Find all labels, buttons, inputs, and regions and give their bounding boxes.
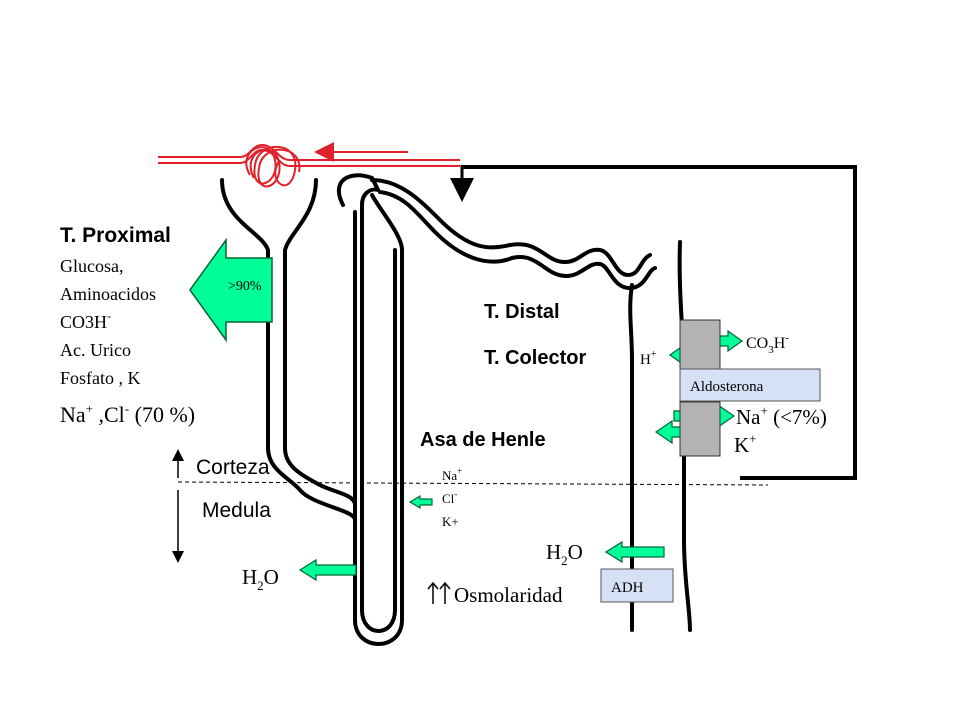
medula-label: Medula bbox=[202, 499, 271, 522]
t-colector-title: T. Colector bbox=[484, 347, 586, 369]
asa-henle-title: Asa de Henle bbox=[420, 429, 546, 451]
proximal-tubule bbox=[220, 178, 357, 522]
distal-k-label: K+ bbox=[734, 431, 757, 457]
aldosterona-box bbox=[679, 368, 821, 402]
t-distal-title: T. Distal bbox=[484, 301, 560, 323]
corteza-label: Corteza bbox=[196, 456, 270, 479]
proximal-percent-label: >90% bbox=[228, 279, 262, 294]
distal-h-label: H+ bbox=[640, 349, 657, 368]
feedback-loop bbox=[450, 165, 857, 480]
osmolaridad-up-arrows bbox=[427, 581, 451, 604]
proximal-item-aminoacidos: Aminoacidos bbox=[60, 284, 156, 304]
distal-cell-top bbox=[679, 319, 721, 371]
henle-ion-arrow bbox=[408, 494, 433, 510]
henle-ion-k: K+ bbox=[442, 514, 459, 529]
proximal-na-cl: Na+ ,Cl- (70 %) bbox=[60, 401, 195, 427]
cortex-medulla-boundary bbox=[177, 481, 769, 486]
distal-co3h-label: CO3H- bbox=[746, 332, 789, 356]
distal-na-label: Na+ (<7%) bbox=[736, 403, 827, 429]
henle-ion-na: Na+ bbox=[442, 466, 462, 483]
distal-tubule bbox=[370, 178, 657, 291]
h2o-right-arrow bbox=[604, 540, 665, 564]
h2o-left-arrow bbox=[298, 558, 357, 582]
henle-ion-cl: Cl- bbox=[442, 489, 457, 506]
glomerulus bbox=[158, 143, 460, 188]
proximal-item-ac-urico: Ac. Urico bbox=[60, 340, 131, 360]
proximal-reabsorption-arrow bbox=[189, 237, 273, 343]
h2o-left-label: H2O bbox=[242, 565, 279, 593]
proximal-item-glucosa: Glucosa, bbox=[60, 256, 123, 276]
aldosterona-label: Aldosterona bbox=[690, 379, 764, 395]
proximal-item-co3h: CO3H- bbox=[60, 309, 111, 332]
h2o-right-label: H2O bbox=[546, 540, 583, 568]
loop-of-henle bbox=[336, 173, 404, 646]
adh-label: ADH bbox=[611, 580, 644, 596]
osmolaridad-label: Osmolaridad bbox=[454, 583, 563, 607]
adh-box bbox=[600, 568, 674, 603]
proximal-item-fosfato: Fosfato , K bbox=[60, 368, 141, 388]
distal-cell-bottom bbox=[679, 401, 721, 457]
t-proximal-title: T. Proximal bbox=[60, 224, 171, 247]
